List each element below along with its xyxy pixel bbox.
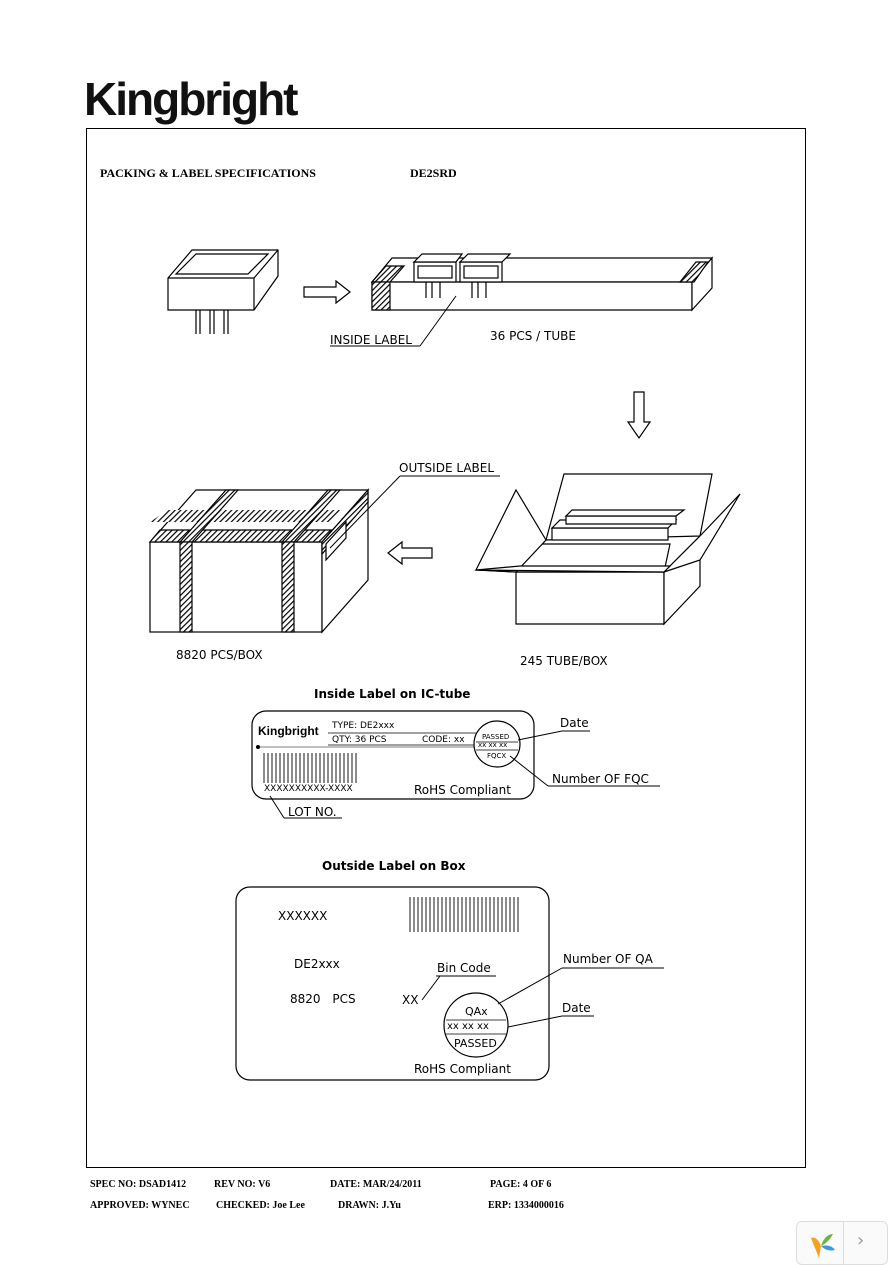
open-box (474, 473, 741, 626)
footer-approved: APPROVED: WYNEC (90, 1200, 190, 1211)
next-page-button[interactable]: › (857, 1230, 865, 1251)
spec-frame (86, 128, 806, 1168)
inside-callout-lot: LOT NO. (288, 805, 337, 819)
kingbright-logo: Kingbright (84, 73, 298, 125)
inside-callout-date: Date (560, 716, 589, 730)
inside-barcode (263, 753, 357, 783)
footer-page: PAGE: 4 OF 6 (490, 1179, 552, 1190)
outside-label-caption: OUTSIDE LABEL (399, 461, 495, 475)
inside-label-code: CODE: xx (422, 735, 465, 745)
inside-label-title: Inside Label on IC-tube (314, 687, 471, 701)
led-component (167, 249, 279, 334)
inside-callout-fqc: Number OF FQC (552, 772, 649, 786)
inside-label-caption: INSIDE LABEL (330, 333, 412, 347)
inside-label-passed: PASSED (482, 733, 510, 741)
viewer-logo-icon (811, 1234, 835, 1258)
tube (370, 253, 714, 312)
outside-label-code: XXXXXX (278, 909, 328, 923)
outside-label-qa: QAx (465, 1005, 488, 1018)
inside-label-qty: QTY: 36 PCS (332, 735, 387, 745)
part-number: DE2SRD (410, 166, 457, 180)
closed-box (148, 488, 370, 634)
footer-drawn: DRAWN: J.Yu (338, 1200, 401, 1211)
footer-date: DATE: MAR/24/2011 (330, 1179, 422, 1190)
outside-label-type: DE2xxx (294, 957, 340, 971)
outside-label-passed: PASSED (454, 1037, 497, 1050)
qa-stamp (443, 992, 509, 1058)
box-tubes-caption: 245 TUBE/BOX (520, 654, 608, 668)
footer-checked: CHECKED: Joe Lee (216, 1200, 305, 1211)
outside-label-title: Outside Label on Box (322, 859, 466, 873)
inside-label-fqc: FQCX (487, 752, 507, 760)
arrow-down (626, 391, 652, 440)
viewer-nav: › (796, 1221, 888, 1265)
outside-callout-date: Date (562, 1001, 591, 1015)
inside-label-lot-text: XXXXXXXXXX-XXXX (264, 784, 353, 794)
outside-label-bin: XX (402, 993, 419, 1007)
outside-label-date-code: xx xx xx (447, 1021, 489, 1032)
inside-label-rohs: RoHS Compliant (414, 783, 511, 797)
footer-erp: ERP: 1334000016 (488, 1200, 564, 1211)
fqc-stamp (473, 720, 521, 768)
page-title: PACKING & LABEL SPECIFICATIONS (100, 166, 316, 180)
outside-label-rohs: RoHS Compliant (414, 1062, 511, 1076)
inside-label-brand: Kingbright (258, 724, 319, 738)
outside-barcode (409, 897, 519, 932)
footer-rev: REV NO: V6 (214, 1179, 271, 1190)
outside-callout-bin: Bin Code (437, 961, 491, 975)
box-pcs-caption: 8820 PCS/BOX (176, 648, 263, 662)
outside-label-pcs: 8820 PCS (290, 992, 356, 1006)
inside-label-date-code: xx xx xx (478, 741, 508, 749)
arrow-right (303, 279, 351, 305)
footer-spec: SPEC NO: DSAD1412 (90, 1179, 187, 1190)
tube-qty-caption: 36 PCS / TUBE (490, 329, 576, 343)
inside-label-type: TYPE: DE2xxx (332, 721, 395, 731)
outside-callout-qa: Number OF QA (563, 952, 653, 966)
arrow-left (387, 540, 433, 566)
